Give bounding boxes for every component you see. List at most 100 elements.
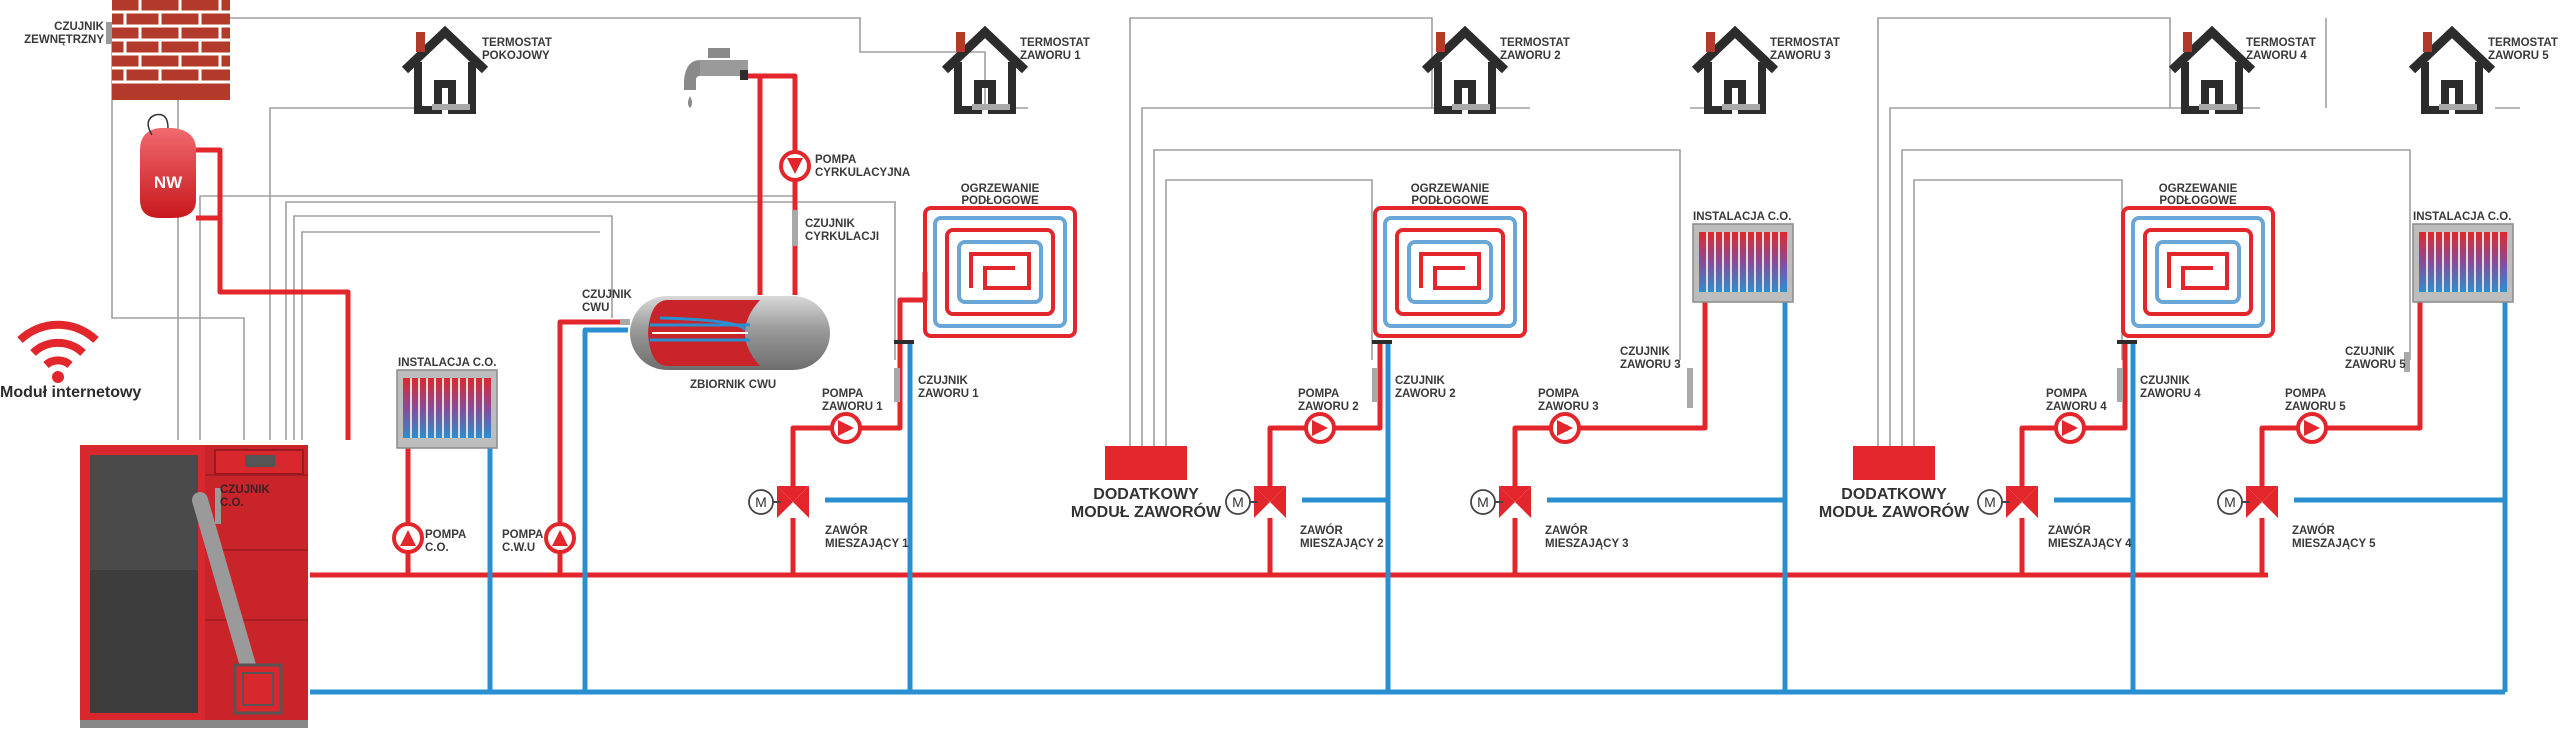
svg-text:ZAWORU 3: ZAWORU 3 [1538,401,1599,413]
house-icon-z5 [2412,32,2492,110]
valve-sensor-4 [2117,368,2123,402]
svg-text:MODUŁ ZAWORÓW: MODUŁ ZAWORÓW [1071,502,1222,521]
label-instalacja-co-3: INSTALACJA C.O. [1693,211,1791,223]
label-pompa-co: POMPA [425,529,466,541]
label-pompa-cwu: POMPA [502,529,543,541]
label-instalacja-co: INSTALACJA C.O. [398,357,496,369]
svg-text:M: M [1232,494,1244,510]
label-ogrzewanie-4: OGRZEWANIE [2159,183,2238,195]
svg-text:MIESZAJĄCY 3: MIESZAJĄCY 3 [1545,538,1629,550]
valve-sensor-3 [1687,368,1693,408]
cwu-tank [630,296,830,370]
pump-icon-z2 [1304,412,1336,444]
extra-valve-module-2 [1853,446,1935,480]
svg-text:MIESZAJĄCY 4: MIESZAJĄCY 4 [2048,538,2132,550]
brick-wall [106,0,230,100]
label-pompa-z5: POMPA [2285,388,2326,400]
svg-text:M: M [2224,494,2236,510]
label-termostat-z1: TERMOSTAT [1020,37,1090,49]
label-termostat-z4: TERMOSTAT [2246,37,2316,49]
boiler [80,445,308,728]
svg-text:M: M [1984,494,1996,510]
pump-icon-z4 [2054,412,2086,444]
label-zawor-3: ZAWÓR [1545,524,1588,537]
svg-text:PODŁOGOWE: PODŁOGOWE [2159,195,2237,207]
label-modul-internetowy: Moduł internetowy [0,384,141,401]
label-zawor-1: ZAWÓR [825,524,868,537]
valve-sensor-1 [894,368,900,402]
pump-icon-co [392,522,424,554]
radiator-icon [396,369,498,449]
pump-icon-cyrkulacyjna [779,150,811,182]
label-czujnik-cyrkulacji: CZUJNIK [805,218,856,230]
house-icon-room [405,32,485,110]
label-czujnik-z5: CZUJNIK [2345,346,2396,358]
svg-text:CZUJNIK: CZUJNIK [54,21,105,33]
house-icon-z2 [1425,32,1505,110]
label-czujnik-cwu: CZUJNIK [582,289,633,301]
svg-text:PODŁOGOWE: PODŁOGOWE [961,195,1039,207]
cwu-sensor [620,319,630,325]
label-czujnik-zewnetrzny: CZUJNIK ZEWNĘTRZNY [24,21,105,46]
svg-text:ZAWORU 3: ZAWORU 3 [1770,50,1831,62]
radiator-icon-5 [2412,223,2514,303]
svg-text:ZAWORU 5: ZAWORU 5 [2345,359,2406,371]
label-ogrzewanie-1: OGRZEWANIE [961,183,1040,195]
label-czujnik-z3: CZUJNIK [1620,346,1671,358]
pump-icon-z1 [830,412,862,444]
floor-heating-icon-2 [1373,206,1527,338]
valve-sensor-2 [1372,368,1378,402]
label-zawor-4: ZAWÓR [2048,524,2091,537]
svg-text:POKOJOWY: POKOJOWY [482,50,550,62]
label-termostat-z2: TERMOSTAT [1500,37,1570,49]
svg-text:MIESZAJĄCY 2: MIESZAJĄCY 2 [1300,538,1384,550]
label-pompa-z3: POMPA [1538,388,1579,400]
label-pompa-z2: POMPA [1298,388,1339,400]
svg-text:ZAWORU 2: ZAWORU 2 [1395,388,1456,400]
house-icon-z3 [1695,32,1775,110]
circulation-sensor [792,210,798,246]
pump-icon-z5 [2296,412,2328,444]
expansion-vessel: NW [140,113,196,218]
svg-text:C.O.: C.O. [425,542,449,554]
svg-text:ZAWORU 4: ZAWORU 4 [2140,388,2201,400]
house-icon-z4 [2172,32,2252,110]
svg-text:ZEWNĘTRZNY: ZEWNĘTRZNY [24,34,104,46]
svg-text:MIESZAJĄCY 5: MIESZAJĄCY 5 [2292,538,2376,550]
label-zawor-5: ZAWÓR [2292,524,2335,537]
svg-text:ZAWORU 1: ZAWORU 1 [822,401,883,413]
label-czujnik-z2: CZUJNIK [1395,375,1446,387]
svg-text:MIESZAJĄCY 1: MIESZAJĄCY 1 [825,538,909,550]
svg-text:PODŁOGOWE: PODŁOGOWE [1411,195,1489,207]
svg-text:ZAWORU 2: ZAWORU 2 [1500,50,1561,62]
svg-text:CYRKULACYJNA: CYRKULACYJNA [815,167,910,179]
supply-pipes [196,73,2423,578]
label-termostat-z3: TERMOSTAT [1770,37,1840,49]
svg-text:CWU: CWU [582,302,609,314]
svg-text:C.O.: C.O. [220,497,244,509]
label-zawor-2: ZAWÓR [1300,524,1343,537]
label-termostat-z5: TERMOSTAT [2488,37,2558,49]
floor-heating-icon-4 [2121,206,2275,338]
tap-icon [684,48,748,108]
svg-text:M: M [1477,494,1489,510]
svg-text:ZAWORU 3: ZAWORU 3 [1620,359,1681,371]
svg-text:C.W.U: C.W.U [502,542,535,554]
thermostat-sensor [432,104,470,110]
label-ogrzewanie-2: OGRZEWANIE [1411,183,1490,195]
svg-text:ZAWORU 5: ZAWORU 5 [2488,50,2549,62]
label-czujnik-z4: CZUJNIK [2140,375,2191,387]
label-dodatkowy-modul-2: DODATKOWY [1841,486,1947,503]
svg-text:CYRKULACJI: CYRKULACJI [805,231,879,243]
radiator-icon-3 [1692,223,1794,303]
label-pompa-z4: POMPA [2046,388,2087,400]
svg-text:ZAWORU 1: ZAWORU 1 [918,388,979,400]
floor-heating-icon-1 [923,206,1077,338]
boiler-sensor [215,488,221,524]
svg-text:ZAWORU 2: ZAWORU 2 [1298,401,1359,413]
label-pompa-z1: POMPA [822,388,863,400]
label-instalacja-co-5: INSTALACJA C.O. [2413,211,2511,223]
label-czujnik-z1: CZUJNIK [918,375,969,387]
label-termostat-pokojowy: TERMOSTAT [482,37,552,49]
